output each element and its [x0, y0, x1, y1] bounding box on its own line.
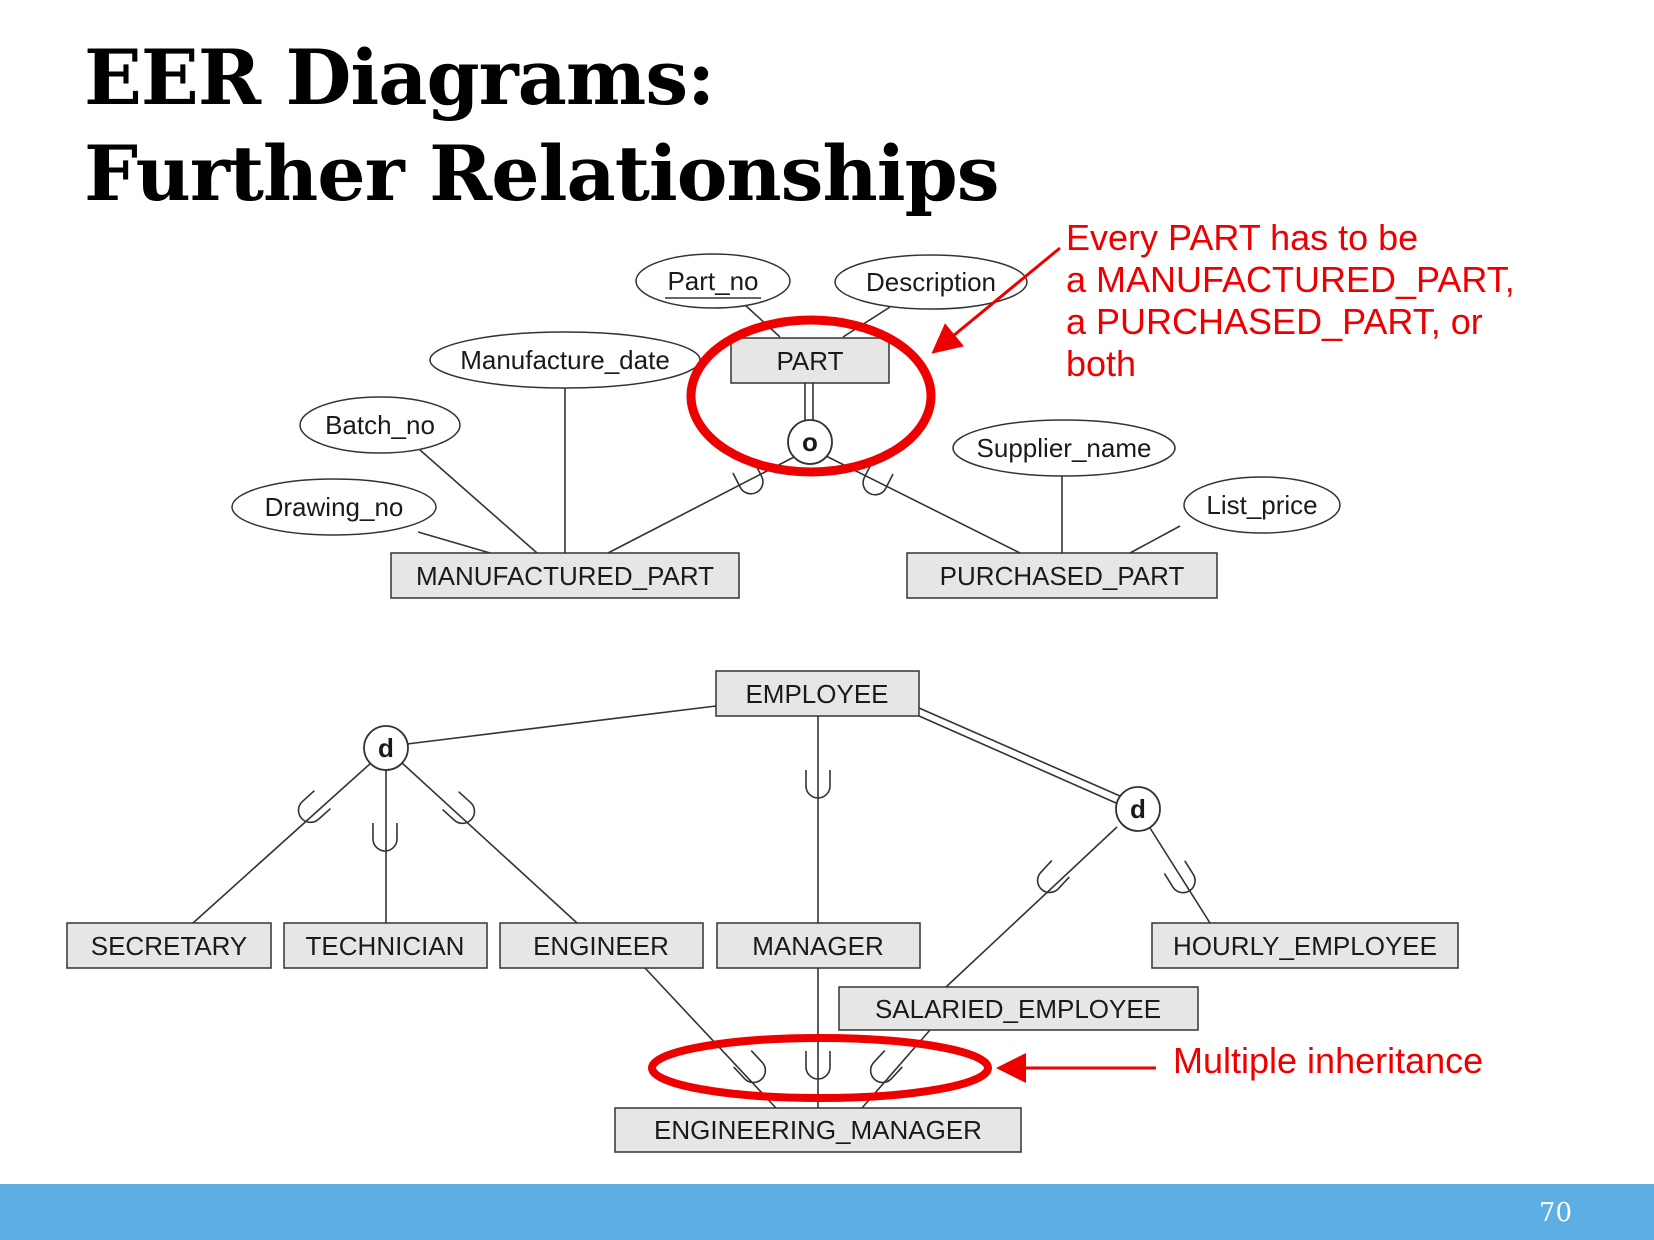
entity-engineer-label: ENGINEER — [533, 931, 669, 961]
left-d-to-secretary-line — [192, 761, 373, 924]
subset-symbol — [805, 1051, 831, 1080]
slide-title-line-1: EER Diagrams: — [84, 33, 715, 122]
subset-symbol — [1036, 860, 1070, 894]
slide-title-line-2: Further Relationships — [84, 129, 1000, 218]
connector-drawing-no — [417, 531, 491, 554]
annotation-part-note-line-2: a MANUFACTURED_PART, — [1066, 259, 1515, 300]
employee-to-left-d-line — [406, 705, 717, 745]
footer-bar: 70 — [0, 1184, 1654, 1240]
connector-description — [842, 306, 891, 338]
annotation-arrow-part — [931, 246, 1061, 354]
subset-symbol — [732, 461, 764, 495]
entity-purchased-part: PURCHASED_PART — [906, 552, 1218, 599]
annotation-part-note-line-1: Every PART has to be — [1066, 217, 1418, 258]
engineer-to-engineering-manager-line — [644, 967, 777, 1109]
part-diagram: Part_no Description Manufacture_date Bat… — [231, 253, 1341, 599]
entity-technician: TECHNICIAN — [283, 922, 488, 969]
attribute-batch-no: Batch_no — [299, 396, 461, 454]
entity-salaried-employee: SALARIED_EMPLOYEE — [838, 986, 1199, 1031]
left-d-to-engineer-line — [400, 761, 578, 924]
attribute-manufacture-date: Manufacture_date — [429, 331, 701, 389]
multiple-inheritance-annotation: Multiple inheritance — [648, 1034, 1483, 1102]
entity-manufactured-part: MANUFACTURED_PART — [390, 552, 740, 599]
annotation-part-note: Every PART has to be a MANUFACTURED_PART… — [1066, 217, 1525, 384]
subset-symbol — [297, 790, 331, 824]
highlight-circle-part — [686, 315, 936, 477]
subset-symbol — [1163, 860, 1196, 894]
attribute-supplier-name-label: Supplier_name — [977, 433, 1152, 463]
attribute-batch-no-label: Batch_no — [325, 410, 435, 440]
attribute-manufacture-date-label: Manufacture_date — [460, 345, 670, 375]
overlap-to-manufactured-line — [607, 455, 797, 554]
page-number: 70 — [1538, 1198, 1572, 1228]
entity-manager-label: MANAGER — [752, 931, 883, 961]
eer-diagram: Part_no Description Manufacture_date Bat… — [66, 217, 1525, 1153]
connector-part-no — [744, 304, 781, 338]
subset-symbol — [372, 823, 398, 852]
entity-manufactured-part-label: MANUFACTURED_PART — [416, 561, 714, 591]
entity-part: PART — [730, 337, 890, 384]
annotation-part-note-line-4: both — [1066, 343, 1136, 384]
part-annotation: Every PART has to be a MANUFACTURED_PART… — [686, 217, 1525, 477]
disjoint-constraint-circle-right: d — [1115, 786, 1161, 832]
subset-symbol — [805, 770, 831, 799]
entity-secretary-label: SECRETARY — [91, 931, 248, 961]
attribute-supplier-name: Supplier_name — [952, 419, 1176, 477]
attribute-list-price: List_price — [1183, 476, 1341, 534]
entity-engineer: ENGINEER — [499, 922, 704, 969]
entity-salaried-employee-label: SALARIED_EMPLOYEE — [875, 994, 1161, 1024]
entity-hourly-employee-label: HOURLY_EMPLOYEE — [1173, 931, 1437, 961]
overlap-to-purchased-line — [825, 455, 1021, 554]
subset-symbol — [733, 1050, 767, 1084]
attribute-drawing-no: Drawing_no — [231, 478, 437, 536]
subset-symbol — [862, 462, 894, 496]
right-d-to-hourly-line — [1149, 827, 1211, 924]
subset-symbol — [442, 791, 476, 825]
slide-title: EER Diagrams: Further Relationships — [84, 30, 1000, 222]
attribute-part-no-label: Part_no — [667, 266, 758, 296]
annotation-multiple-inheritance-label: Multiple inheritance — [1173, 1040, 1483, 1081]
attribute-drawing-no-label: Drawing_no — [265, 492, 404, 522]
entity-engineering-manager-label: ENGINEERING_MANAGER — [654, 1115, 982, 1145]
right-d-to-salaried-line — [945, 826, 1118, 988]
connector-batch-no — [419, 449, 538, 554]
disjoint-constraint-right-label: d — [1130, 794, 1146, 824]
attribute-part-no: Part_no — [635, 253, 791, 309]
entity-secretary: SECRETARY — [66, 922, 272, 969]
attribute-description: Description — [834, 254, 1028, 310]
entity-employee: EMPLOYEE — [715, 670, 920, 717]
attribute-description-label: Description — [866, 267, 996, 297]
connector-list-price — [1129, 525, 1181, 554]
employee-to-right-d-line-b — [918, 715, 1117, 804]
highlight-circle-multiple-inheritance — [648, 1034, 992, 1102]
entity-technician-label: TECHNICIAN — [306, 931, 465, 961]
disjoint-constraint-left-label: d — [378, 733, 394, 763]
overlap-constraint-circle: o — [787, 419, 833, 465]
entity-part-label: PART — [777, 346, 844, 376]
entity-engineering-manager: ENGINEERING_MANAGER — [614, 1107, 1022, 1153]
entity-hourly-employee: HOURLY_EMPLOYEE — [1151, 922, 1459, 969]
employee-to-right-d-line-a — [918, 707, 1121, 797]
subset-symbol — [869, 1050, 903, 1084]
overlap-constraint-label: o — [802, 427, 818, 457]
entity-purchased-part-label: PURCHASED_PART — [940, 561, 1185, 591]
entity-manager: MANAGER — [716, 922, 921, 969]
disjoint-constraint-circle-left: d — [363, 725, 409, 771]
entity-employee-label: EMPLOYEE — [745, 679, 888, 709]
attribute-list-price-label: List_price — [1206, 490, 1317, 520]
annotation-part-note-line-3: a PURCHASED_PART, or — [1066, 301, 1483, 342]
employee-diagram: EMPLOYEE d d SECRETARY TECHNICIAN ENGINE… — [66, 670, 1459, 1153]
